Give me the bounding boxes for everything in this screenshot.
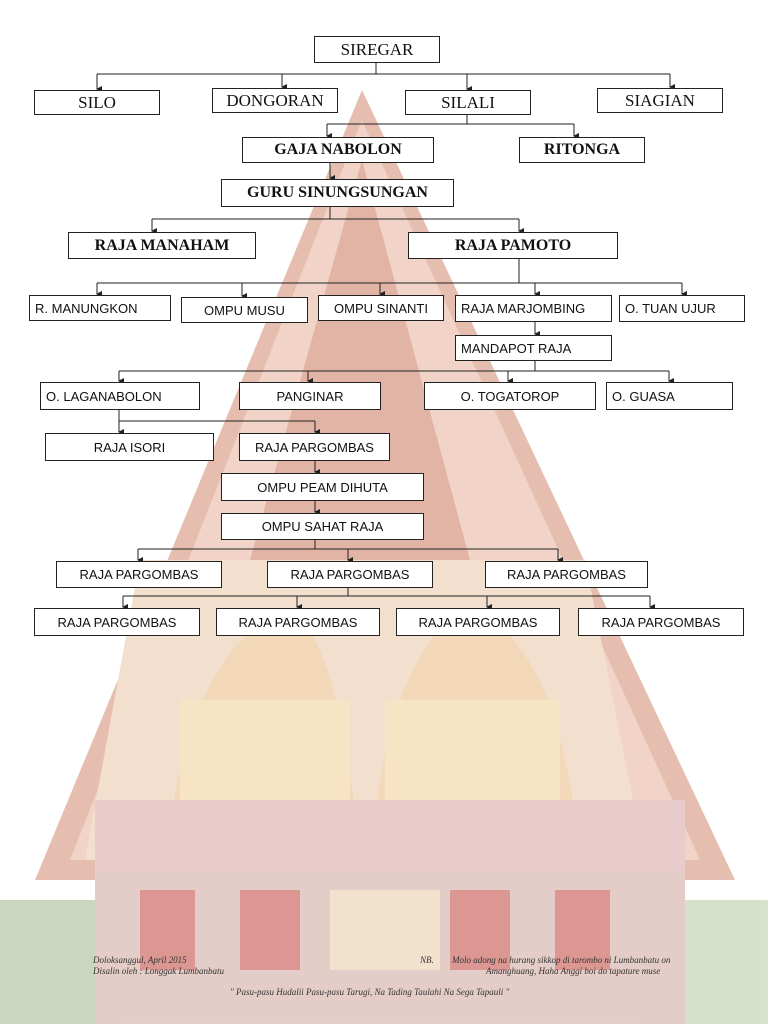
node-raja-pargombas-gen12-4: RAJA PARGOMBAS bbox=[578, 608, 744, 636]
footer-nb-line1: Molo adong na hurang sikkop di tarombo n… bbox=[452, 955, 671, 965]
node-ompu-musu: OMPU MUSU bbox=[181, 297, 308, 323]
footer-compiled-by: Disalin oleh : Longgak Lumbanbatu bbox=[93, 966, 225, 976]
node-o-laganabolon: O. LAGANABOLON bbox=[40, 382, 200, 410]
node-mandapot-raja: MANDAPOT RAJA bbox=[455, 335, 612, 361]
node-siregar: SIREGAR bbox=[314, 36, 440, 63]
node-siagian: SIAGIAN bbox=[597, 88, 723, 113]
node-o-guasa: O. GUASA bbox=[606, 382, 733, 410]
node-raja-isori: RAJA ISORI bbox=[45, 433, 214, 461]
node-raja-manaham: RAJA MANAHAM bbox=[68, 232, 256, 259]
node-raja-pargombas-gen11-3: RAJA PARGOMBAS bbox=[485, 561, 648, 588]
footer-nb-line2: Amanghuang, Haha Anggi boi do tapature m… bbox=[486, 966, 661, 976]
node-r-manungkon: R. MANUNGKON bbox=[29, 295, 171, 321]
node-raja-pargombas-gen12-3: RAJA PARGOMBAS bbox=[396, 608, 560, 636]
node-silali: SILALI bbox=[405, 90, 531, 115]
node-dongoran: DONGORAN bbox=[212, 88, 338, 113]
node-raja-pargombas-gen12-2: RAJA PARGOMBAS bbox=[216, 608, 380, 636]
node-ompu-sinanti: OMPU SINANTI bbox=[318, 295, 444, 321]
node-raja-pargombas-gen11-1: RAJA PARGOMBAS bbox=[56, 561, 222, 588]
node-guru-sinungsungan: GURU SINUNGSUNGAN bbox=[221, 179, 454, 207]
node-gaja-nabolon: GAJA NABOLON bbox=[242, 137, 434, 163]
node-o-tuan-ujur: O. TUAN UJUR bbox=[619, 295, 745, 322]
node-panginar: PANGINAR bbox=[239, 382, 381, 410]
node-silo: SILO bbox=[34, 90, 160, 115]
node-raja-pargombas-gen12-1: RAJA PARGOMBAS bbox=[34, 608, 200, 636]
node-raja-pargombas-gen8: RAJA PARGOMBAS bbox=[239, 433, 390, 461]
node-raja-pargombas-gen11-2: RAJA PARGOMBAS bbox=[267, 561, 433, 588]
footer-place-date: Doloksanggul, April 2015 bbox=[93, 955, 187, 965]
footer-motto: " Pasu-pasu Hudalii Pasu-pasu Tarugi, Na… bbox=[230, 987, 510, 997]
node-o-togatorop: O. TOGATOROP bbox=[424, 382, 596, 410]
node-raja-marjombing: RAJA MARJOMBING bbox=[455, 295, 612, 322]
node-raja-pamoto: RAJA PAMOTO bbox=[408, 232, 618, 259]
node-ompu-peam-dihuta: OMPU PEAM DIHUTA bbox=[221, 473, 424, 501]
node-ritonga: RITONGA bbox=[519, 137, 645, 163]
node-ompu-sahat-raja: OMPU SAHAT RAJA bbox=[221, 513, 424, 540]
footer-nb-label: NB. bbox=[420, 955, 434, 965]
